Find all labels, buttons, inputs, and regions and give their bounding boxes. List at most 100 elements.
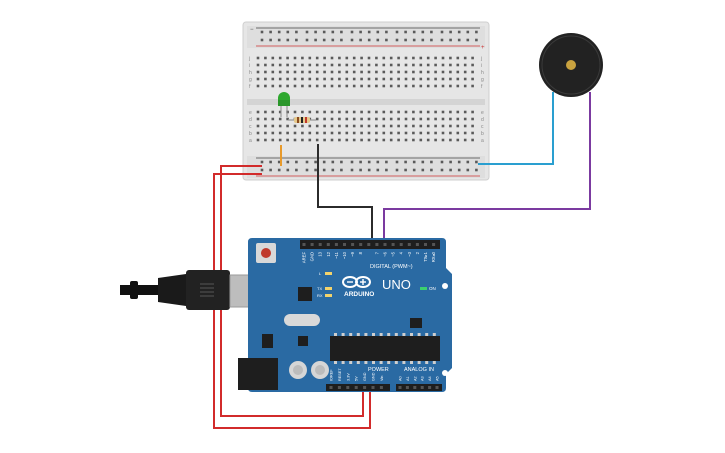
resistor[interactable] — [288, 117, 316, 123]
breadboard-hole — [345, 70, 349, 74]
breadboard-hole — [256, 131, 260, 135]
breadboard-hole — [456, 131, 460, 135]
digital-pin-label: 12 — [326, 251, 331, 256]
rail-hole — [286, 38, 290, 42]
led-green[interactable] — [278, 92, 290, 117]
rail-hole — [314, 168, 317, 172]
row-letter: d — [481, 117, 484, 123]
breadboard-hole — [278, 131, 282, 135]
analog-header[interactable] — [396, 384, 442, 391]
breadboard-hole — [360, 131, 363, 135]
breadboard-hole — [412, 110, 415, 114]
rail-hole — [449, 30, 452, 34]
blue-wire[interactable] — [478, 92, 554, 165]
breadboard-hole — [471, 63, 474, 67]
black-wire[interactable] — [317, 144, 373, 245]
breadboard-hole — [345, 77, 349, 81]
analog-header-label: ANALOG IN — [404, 367, 434, 373]
breadboard-hole — [301, 56, 304, 60]
rail-hole — [457, 30, 461, 34]
breadboard-hole — [256, 77, 260, 81]
breadboard-hole — [404, 77, 408, 81]
breadboard-hole — [338, 131, 341, 135]
breadboard-hole — [352, 56, 356, 60]
arduino-brand-label: ARDUINO — [344, 291, 374, 298]
breadboard-hole — [345, 110, 349, 114]
rail-hole — [449, 168, 452, 172]
rail-hole — [466, 168, 470, 172]
breadboard-hole — [456, 124, 460, 128]
breadboard-hole — [434, 131, 437, 135]
breadboard-hole — [389, 77, 393, 81]
breadboard-hole — [264, 117, 267, 121]
reset-button[interactable] — [256, 243, 276, 263]
breadboard-hole — [338, 110, 341, 114]
breadboard-hole — [256, 138, 260, 142]
row-letter: f — [481, 84, 483, 90]
breadboard-hole — [330, 70, 334, 74]
rail-hole — [421, 38, 425, 42]
digital-pin-hole — [343, 243, 346, 246]
analog-pin-label: A0 — [399, 376, 403, 381]
breadboard-hole — [463, 117, 467, 121]
piezo-buzzer[interactable] — [539, 33, 603, 97]
breadboard-hole — [389, 56, 393, 60]
breadboard-hole — [308, 56, 312, 60]
breadboard-hole — [360, 56, 363, 60]
breadboard-hole — [404, 63, 408, 67]
red-wire-5v[interactable] — [213, 173, 371, 429]
rail-hole — [457, 160, 461, 164]
breadboard-hole — [330, 131, 334, 135]
red-wire-gnd[interactable] — [220, 165, 364, 417]
breadboard-hole — [345, 131, 349, 135]
breadboard-hole — [315, 110, 319, 114]
breadboard-hole — [360, 138, 363, 142]
breadboard-hole — [271, 124, 275, 128]
digital-pin-label: 2 — [415, 251, 420, 254]
breadboard-hole — [338, 70, 341, 74]
rail-hole — [340, 168, 343, 172]
breadboard-hole — [367, 63, 371, 67]
rail-hole — [340, 160, 343, 164]
breadboard-holes — [256, 30, 478, 172]
rail-hole — [286, 30, 290, 34]
power-pin-hole — [379, 386, 383, 389]
breadboard-hole — [419, 84, 423, 88]
dc-power-jack[interactable] — [238, 358, 278, 390]
breadboard-hole — [463, 77, 467, 81]
breadboard-hole — [293, 131, 297, 135]
breadboard-hole — [293, 70, 297, 74]
breadboard-hole — [397, 84, 400, 88]
row-letter: h — [481, 70, 484, 76]
breadboard-hole — [293, 63, 297, 67]
breadboard-hole — [449, 138, 452, 142]
breadboard-hole — [301, 138, 304, 142]
breadboard-hole — [449, 70, 452, 74]
breadboard-hole — [441, 84, 445, 88]
rail-hole — [314, 160, 317, 164]
rail-hole — [305, 168, 309, 172]
breadboard-hole — [382, 124, 386, 128]
digital-pin-label: 7 — [374, 251, 379, 254]
breadboard-hole — [271, 117, 275, 121]
row-letter: e — [481, 110, 484, 116]
digital-pin-label: AREF — [302, 252, 307, 264]
mount-hole — [442, 283, 448, 289]
breadboard-hole — [367, 70, 371, 74]
breadboard-hole — [360, 70, 363, 74]
analog-pin-hole — [405, 386, 409, 389]
breadboard-hole — [360, 117, 363, 121]
purple-wire[interactable] — [383, 92, 591, 245]
rail-minus-label: − — [250, 27, 254, 33]
breadboard-hole — [323, 77, 326, 81]
rail-hole — [269, 168, 272, 172]
rail-hole — [475, 30, 478, 34]
power-pin-hole — [354, 386, 358, 389]
power-header[interactable] — [326, 384, 390, 391]
rail-hole — [376, 30, 380, 34]
